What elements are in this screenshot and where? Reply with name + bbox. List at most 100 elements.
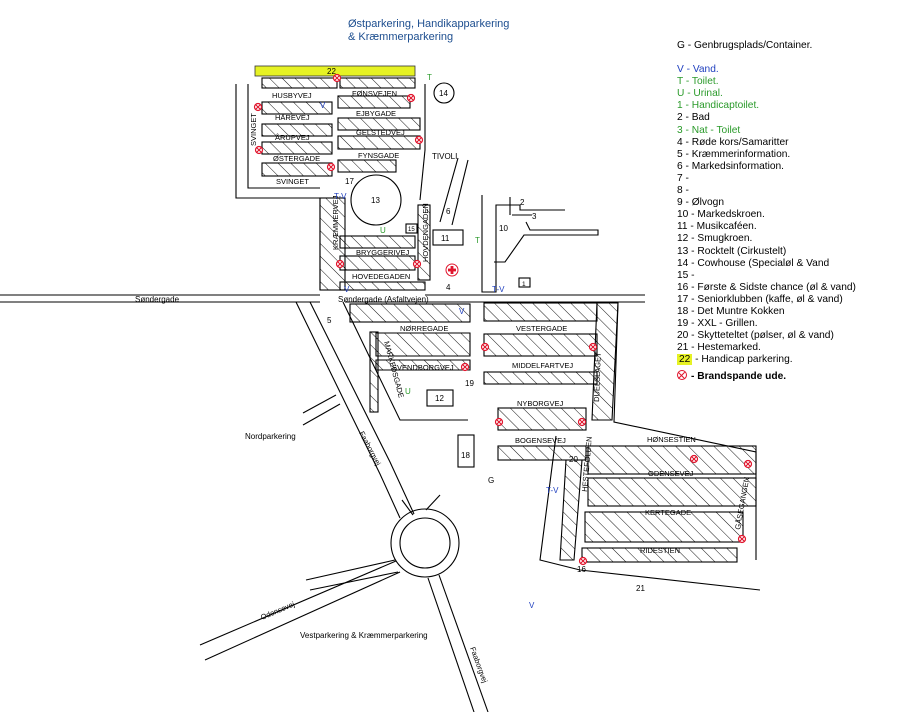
- toilet-water-marker-2: T-V: [492, 285, 505, 294]
- legend-item: 6 - Markedsinformation.: [677, 161, 892, 173]
- street-bryggerivej: BRYGGERIVEJ: [356, 248, 409, 257]
- street-odensevej: ODENSEVEJ: [648, 469, 694, 478]
- legend-code: 11: [677, 221, 688, 233]
- legend-code: 12: [677, 233, 689, 245]
- building-18: [457, 434, 475, 468]
- legend-item: 16 - Første & Sidste chance (øl & vand): [677, 282, 892, 294]
- block-vestergade: [483, 302, 598, 322]
- legend-label: -: [682, 172, 689, 184]
- legend-item: 18 - Det Muntre Kokken: [677, 306, 892, 318]
- street-faborgvej: Faaborgvej: [357, 430, 383, 468]
- legend-code: 18: [677, 305, 689, 317]
- street-harevej: HÅREVEJ: [275, 113, 310, 122]
- legend-item: 11 - Musikcaféen.: [677, 221, 892, 233]
- legend-code: 6: [677, 160, 683, 172]
- place-18: 18: [461, 451, 470, 460]
- place-21: 21: [636, 584, 645, 593]
- place-6: 6: [446, 207, 451, 216]
- legend-label: - Vand.: [683, 64, 719, 76]
- map-title-line2: & Kræmmerparkering: [348, 31, 454, 43]
- legend-item: 12 - Smugkroen.: [677, 233, 892, 245]
- label-vestparkering: Vestparkering & Kræmmerparkering: [300, 631, 428, 640]
- block-north-3l: [261, 123, 333, 137]
- legend-code: T: [677, 76, 684, 88]
- legend-label: - Ølvogn: [682, 197, 725, 209]
- street-kertegade: KERTEGADE: [645, 508, 691, 517]
- block-hovedegaden: [339, 281, 426, 291]
- block-duelslaget: [591, 302, 619, 421]
- legend-code: 20: [677, 330, 689, 342]
- street-husbyvej: HUSBYVEJ: [272, 91, 312, 100]
- map-title: Østparkering, Handikapparkering & Kræmme…: [348, 18, 509, 44]
- legend-code: 15: [677, 269, 689, 281]
- legend-label: - Seniorklubben (kaffe, øl & vand): [688, 293, 843, 305]
- street-hovedegaden: HOVEDEGADEN: [352, 272, 410, 281]
- street-ejbygade: EJBYGADE: [356, 109, 396, 118]
- fire-bucket-icon: [677, 370, 687, 381]
- place-16: 16: [577, 565, 586, 574]
- place-3: 3: [532, 212, 537, 221]
- street-fynsgade: FYNSGADE: [358, 151, 399, 160]
- block-north-2r: [337, 95, 411, 109]
- block-bogensevej: [497, 445, 587, 461]
- legend-item: 5 - Kræmmerinformation.: [677, 149, 892, 161]
- north-area-outline-inner: [247, 84, 320, 189]
- legend-code: 10: [677, 209, 689, 221]
- building-15: [405, 223, 418, 234]
- legend-label: - Første & Sidste chance (øl & vand): [688, 281, 856, 293]
- block-husbyvej: [261, 77, 338, 89]
- place-1: 1: [522, 281, 526, 288]
- street-svendborgvej: SVENDBORGVEJ: [392, 363, 454, 372]
- cowhouse-14: [433, 82, 455, 104]
- block-north-3r: [337, 117, 421, 131]
- legend-code: G: [677, 40, 685, 51]
- legend-item: 1 - Handicaptoilet.: [677, 100, 892, 112]
- block-odensevej: [587, 477, 757, 507]
- place-12: 12: [435, 394, 444, 403]
- legend-label: - Røde kors/Samaritter: [682, 136, 789, 148]
- street-svinget: SVINGET: [276, 177, 309, 186]
- street-sondergade: Søndergade: [135, 295, 180, 304]
- legend-label: - Smugkroen.: [688, 233, 753, 245]
- legend-label: -: [682, 185, 689, 197]
- legend-code: 13: [677, 245, 689, 257]
- block-bryggerivej-top: [339, 235, 416, 249]
- legend-item: 9 - Ølvogn: [677, 197, 892, 209]
- legend-item: 21 - Hestemarked.: [677, 342, 892, 354]
- legend: G - Genbrugsplads/Container. V - Vand.T -…: [677, 40, 892, 384]
- water-marker-4: V: [529, 601, 535, 610]
- place-2: 2: [520, 198, 525, 207]
- legend-item: 7 -: [677, 173, 892, 185]
- street-fonsvejen: FØNSVEJEN: [352, 89, 397, 98]
- legend-label: - Markedsinformation.: [682, 160, 785, 172]
- legend-item: 10 - Markedskroen.: [677, 209, 892, 221]
- legend-code: 14: [677, 257, 689, 269]
- legend-item: V - Vand.: [677, 64, 892, 76]
- legend-label: - Skytteteltet (pølser, øl & vand): [688, 330, 834, 342]
- legend-item: G - Genbrugsplads/Container.: [677, 40, 892, 52]
- water-marker-2: V: [344, 285, 350, 294]
- legend-item: 19 - XXL - Grillen.: [677, 318, 892, 330]
- block-nyborgvej: [497, 407, 587, 431]
- legend-item: 14 - Cowhouse (Specialøl & Vand: [677, 258, 892, 270]
- street-nyborgvej: NYBORGVEJ: [517, 399, 564, 408]
- building-11: [432, 229, 464, 246]
- block-kertegade: [584, 511, 744, 543]
- street-arupvej: ÅRUPVEJ: [275, 133, 310, 142]
- legend-code: V: [677, 64, 684, 76]
- place-10: 10: [499, 224, 508, 233]
- place-13: 13: [371, 196, 380, 205]
- legend-rows: G - Genbrugsplads/Container. V - Vand.T -…: [677, 40, 892, 366]
- legend-code: 5: [677, 148, 683, 160]
- street-hovdengaden: HOVDENGADEN: [421, 203, 430, 262]
- legend-item: 13 - Rocktelt (Cirkustelt): [677, 246, 892, 258]
- legend-label: - Markedskroen.: [688, 209, 765, 221]
- legend-label: - Cowhouse (Specialøl & Vand: [688, 257, 830, 269]
- legend-label: - Handicaptoilet.: [682, 100, 760, 112]
- legend-code: 3: [677, 124, 683, 136]
- block-hovdengaden: [417, 204, 431, 281]
- legend-item: 3 - Nat - Toilet: [677, 125, 892, 137]
- place-tivoli: TIVOLI: [432, 152, 457, 161]
- building-12: [426, 389, 454, 407]
